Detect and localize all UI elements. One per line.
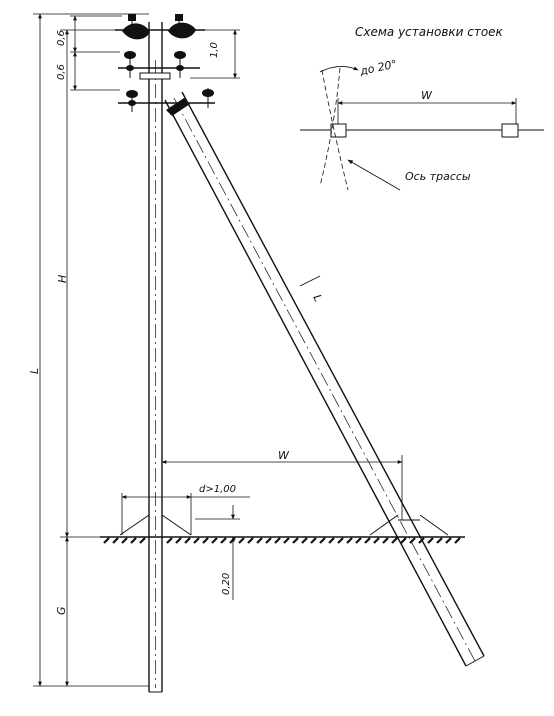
ground-hatch-mark <box>364 537 371 544</box>
ground-hatch-mark <box>247 537 254 544</box>
strut-length-tick <box>299 275 321 287</box>
ground-hatch-mark <box>391 537 398 544</box>
ground-hatch-mark <box>211 537 218 544</box>
ground-hatch-mark <box>301 537 308 544</box>
inset-title: Схема установки стоек <box>355 25 504 39</box>
ground-hatch-mark <box>292 537 299 544</box>
angle-label: до 20° <box>358 57 398 78</box>
dim-depth <box>195 505 240 600</box>
crossarm-top <box>115 14 205 40</box>
ground-hatch-mark <box>175 537 182 544</box>
ground-hatch-mark <box>310 537 317 544</box>
ground-hatch-mark <box>256 537 263 544</box>
ground-hatch-mark <box>202 537 209 544</box>
ground-hatch-mark <box>427 537 434 544</box>
dim-crossarm <box>190 29 240 79</box>
top-spacing-1-label: 0,6 <box>56 30 67 46</box>
route-axis-label: Ось трассы <box>405 170 471 183</box>
ground-hatch-mark <box>112 537 119 544</box>
ground-hatch-mark <box>283 537 290 544</box>
crossarm-height-label: 1,0 <box>209 42 220 58</box>
embedment-label: G <box>55 606 68 615</box>
ground-hatch-mark <box>328 537 335 544</box>
ground-hatch-mark <box>166 537 173 544</box>
crossarm-middle <box>118 51 200 80</box>
ground-hatch-mark <box>436 537 443 544</box>
inset-width-label: W <box>421 89 433 102</box>
height-label: H <box>56 275 69 283</box>
ground-hatch-mark <box>193 537 200 544</box>
ground-hatch-mark <box>355 537 362 544</box>
bracket-distance-label: d>1,00 <box>199 484 236 495</box>
main-pole <box>148 22 163 693</box>
ground-brackets <box>119 514 449 536</box>
ground-hatch-mark <box>265 537 272 544</box>
strut-length-label: L <box>310 292 324 304</box>
ground-hatch-mark <box>184 537 191 544</box>
strut-pole <box>164 91 485 667</box>
dim-bracket <box>121 493 250 535</box>
base-width-label: W <box>278 449 290 462</box>
ground-hatch-mark <box>139 537 146 544</box>
top-spacing-2-label: 0,6 <box>56 64 67 80</box>
ground-hatch-mark <box>130 537 137 544</box>
dim-base-width <box>161 455 403 520</box>
ground-hatch-mark <box>337 537 344 544</box>
depth-label: 0,20 <box>221 573 232 595</box>
ground-hatch-mark <box>319 537 326 544</box>
total-length-label: L <box>28 368 41 374</box>
ground-hatch-mark <box>445 537 452 544</box>
ground-hatch-mark <box>238 537 245 544</box>
dim-lines-left <box>33 13 149 687</box>
ground-hatch-mark <box>409 537 416 544</box>
ground-hatch-mark <box>454 537 461 544</box>
ground-hatch-mark <box>373 537 380 544</box>
ground-hatch-mark <box>229 537 236 544</box>
ground-hatch-mark <box>346 537 353 544</box>
ground-hatch-mark <box>382 537 389 544</box>
crossarm-lower <box>118 88 215 112</box>
ground-hatch-mark <box>220 537 227 544</box>
ground-line <box>100 536 465 544</box>
inset-schematic <box>300 66 544 191</box>
ground-hatch-mark <box>121 537 128 544</box>
ground-hatch-mark <box>274 537 281 544</box>
ground-hatch-mark <box>400 537 407 544</box>
ground-hatch-mark <box>103 537 110 544</box>
